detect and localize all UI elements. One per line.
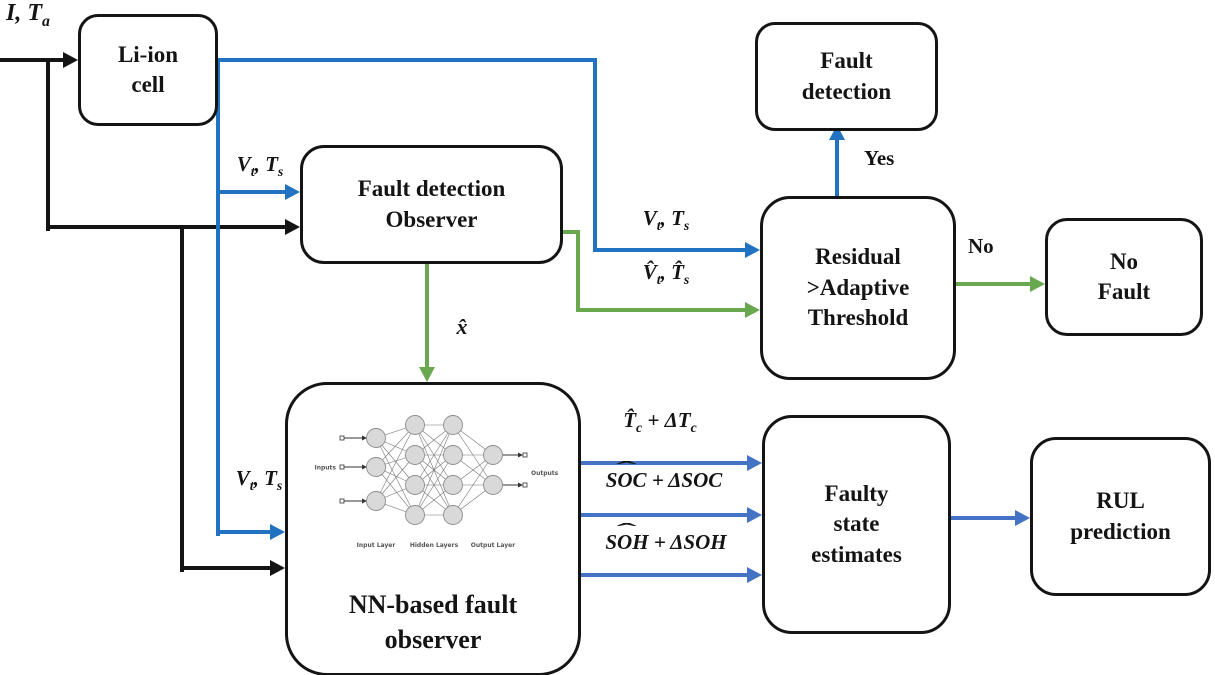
input-branch-down-line xyxy=(180,225,184,572)
nn-node xyxy=(405,445,425,465)
nn-input-layer-label: Input Layer xyxy=(357,542,396,549)
input-branch-line xyxy=(46,58,50,231)
input-line xyxy=(0,58,66,62)
arrowhead-soh-faulty xyxy=(747,567,762,583)
fault-detection-observer-box: Fault detection Observer xyxy=(300,145,563,264)
fault-detection-box: Fault detection xyxy=(755,22,938,131)
nn-node xyxy=(405,475,425,495)
input-to-nn-line xyxy=(180,566,272,570)
label-vt-ts-observer: Vt, Ts xyxy=(236,152,284,180)
nn-node xyxy=(405,415,425,435)
nn-hidden-layers-label: Hidden Layers xyxy=(410,542,459,549)
nn-node xyxy=(366,457,386,477)
no-fault-box: No Fault xyxy=(1045,218,1203,336)
label-yes: Yes xyxy=(864,146,895,170)
faulty-state-estimates-box: Faulty state estimates xyxy=(762,415,951,634)
nn-node xyxy=(443,475,463,495)
residual-threshold-box: Residual >Adaptive Threshold xyxy=(760,196,956,380)
nn-node xyxy=(443,445,463,465)
neural-network-graphic: Inputs Outputs Input Layer Hidden Layers… xyxy=(314,415,559,549)
label-input-i-ta: I, Ta xyxy=(6,0,50,30)
vt-ts-to-observer-line xyxy=(216,190,287,194)
label-x-hat: x̂ xyxy=(456,314,468,339)
arrowhead-input-observer xyxy=(285,219,300,235)
arrowhead-vhat-residual xyxy=(745,302,760,318)
nn-node xyxy=(366,428,386,448)
xhat-line xyxy=(425,258,429,369)
nn-fault-observer-box: Inputs Outputs Input Layer Hidden Layers… xyxy=(285,382,581,675)
label-vhat-that: V̂t, T̂s xyxy=(642,260,690,288)
nn-node xyxy=(405,505,425,525)
label-vt-ts-nn: Vt, Ts xyxy=(235,466,283,494)
arrowhead-vt-observer xyxy=(285,184,300,200)
arrowhead-no-fault xyxy=(1030,276,1045,292)
nn-node xyxy=(483,445,503,465)
cell-output-down-line xyxy=(593,58,597,252)
li-ion-cell-box: Li-ion cell xyxy=(78,14,218,126)
input-to-observer-line xyxy=(46,225,289,229)
nn-box-caption: NN-based fault observer xyxy=(348,589,518,654)
nn-output-layer-label: Output Layer xyxy=(471,542,515,549)
label-tc-estimate: T̂c + ΔTc xyxy=(623,408,697,436)
vt-ts-branch-line xyxy=(216,58,220,536)
arrowhead-input-li-ion xyxy=(63,52,78,68)
vt-ts-to-nn-line xyxy=(216,530,272,534)
arrowhead-xhat-nn xyxy=(419,367,435,382)
nn-inputs-label: Inputs xyxy=(314,465,336,472)
yes-line xyxy=(835,140,839,196)
observer-output-line xyxy=(557,230,580,234)
arrowhead-vt-nn xyxy=(270,524,285,540)
nn-node xyxy=(366,491,386,511)
arrowhead-input-nn xyxy=(270,560,285,576)
nn-node xyxy=(483,475,503,495)
soh-estimate-line xyxy=(575,573,749,577)
soc-estimate-line xyxy=(575,513,749,517)
nn-outputs-label: Outputs xyxy=(531,470,559,477)
cell-output-line xyxy=(210,58,597,62)
faulty-to-rul-line xyxy=(945,516,1017,520)
vhat-to-residual-line xyxy=(576,308,747,312)
label-no: No xyxy=(968,234,994,258)
nn-node xyxy=(443,415,463,435)
no-line xyxy=(950,282,1032,286)
arrowhead-faulty-rul xyxy=(1015,510,1030,526)
arrowhead-vt-residual xyxy=(745,242,760,258)
tc-estimate-line xyxy=(575,461,749,465)
arrowhead-soc-faulty xyxy=(747,507,762,523)
nn-node xyxy=(443,505,463,525)
arrowhead-tc-faulty xyxy=(747,455,762,471)
rul-prediction-box: RUL prediction xyxy=(1030,437,1211,596)
label-vt-ts-residual: Vt, Ts xyxy=(642,206,690,234)
observer-output-down-line xyxy=(576,230,580,312)
vt-ts-to-residual-line xyxy=(593,248,747,252)
